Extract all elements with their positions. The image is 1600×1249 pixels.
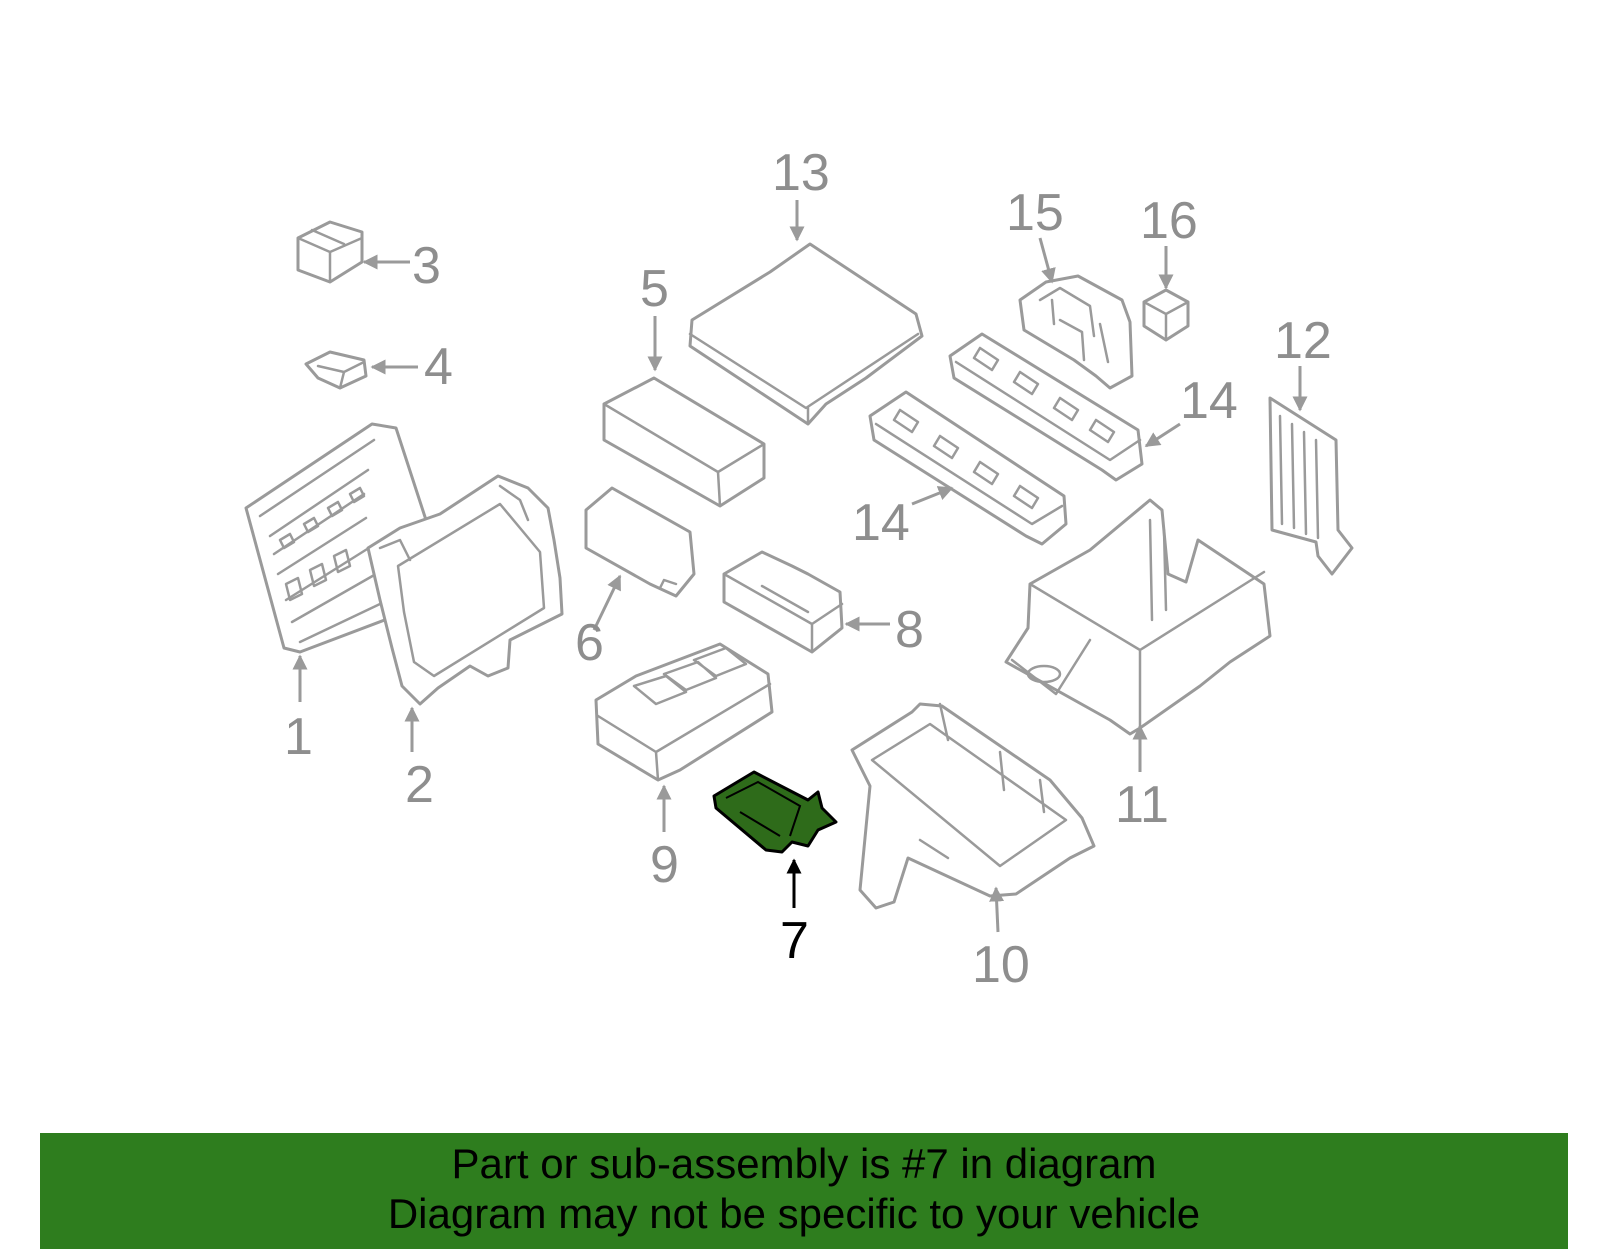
part-16-small-relay[interactable] <box>1142 288 1190 342</box>
callout-9: 9 <box>650 836 679 894</box>
callout-13: 13 <box>772 144 830 202</box>
part-3-relay[interactable] <box>296 220 364 284</box>
callout-12: 12 <box>1274 312 1332 370</box>
banner-line-1: Part or sub-assembly is #7 in diagram <box>451 1140 1157 1187</box>
part-14-fuse-holder-lower[interactable] <box>868 390 1068 546</box>
callout-1: 1 <box>284 708 313 766</box>
callout-2: 2 <box>405 756 434 814</box>
callout-4: 4 <box>424 338 453 396</box>
info-banner: Part or sub-assembly is #7 in diagram Di… <box>40 1133 1568 1249</box>
part-13-large-cover[interactable] <box>688 242 924 426</box>
callout-5: 5 <box>640 260 669 318</box>
callout-6: 6 <box>575 614 604 672</box>
part-8-relay-box[interactable] <box>722 550 844 654</box>
part-14-fuse-holder-upper[interactable] <box>948 332 1144 482</box>
callout-14-upper: 14 <box>1180 372 1238 430</box>
callout-8: 8 <box>895 601 924 659</box>
callout-11: 11 <box>1115 776 1169 834</box>
part-10-tray[interactable] <box>850 702 1096 910</box>
part-7-bracket[interactable] <box>712 770 838 854</box>
part-4-fuse[interactable] <box>304 350 368 390</box>
callout-10: 10 <box>972 936 1030 994</box>
part-12-side-plate[interactable] <box>1268 396 1354 576</box>
callout-15: 15 <box>1006 184 1064 242</box>
part-6-module[interactable] <box>584 486 696 598</box>
part-15-relay-connector[interactable] <box>1018 274 1134 390</box>
banner-line-2: Diagram may not be specific to your vehi… <box>387 1190 1201 1237</box>
part-9-relay-block[interactable] <box>594 642 774 782</box>
callout-7: 7 <box>780 912 809 970</box>
part-11-battery-tray[interactable] <box>1004 498 1272 736</box>
part-2-fuse-box-frame[interactable] <box>366 474 564 706</box>
callout-14-lower: 14 <box>852 494 910 552</box>
callout-3: 3 <box>412 237 441 295</box>
part-5-cover[interactable] <box>602 376 766 508</box>
callout-16: 16 <box>1140 192 1198 250</box>
